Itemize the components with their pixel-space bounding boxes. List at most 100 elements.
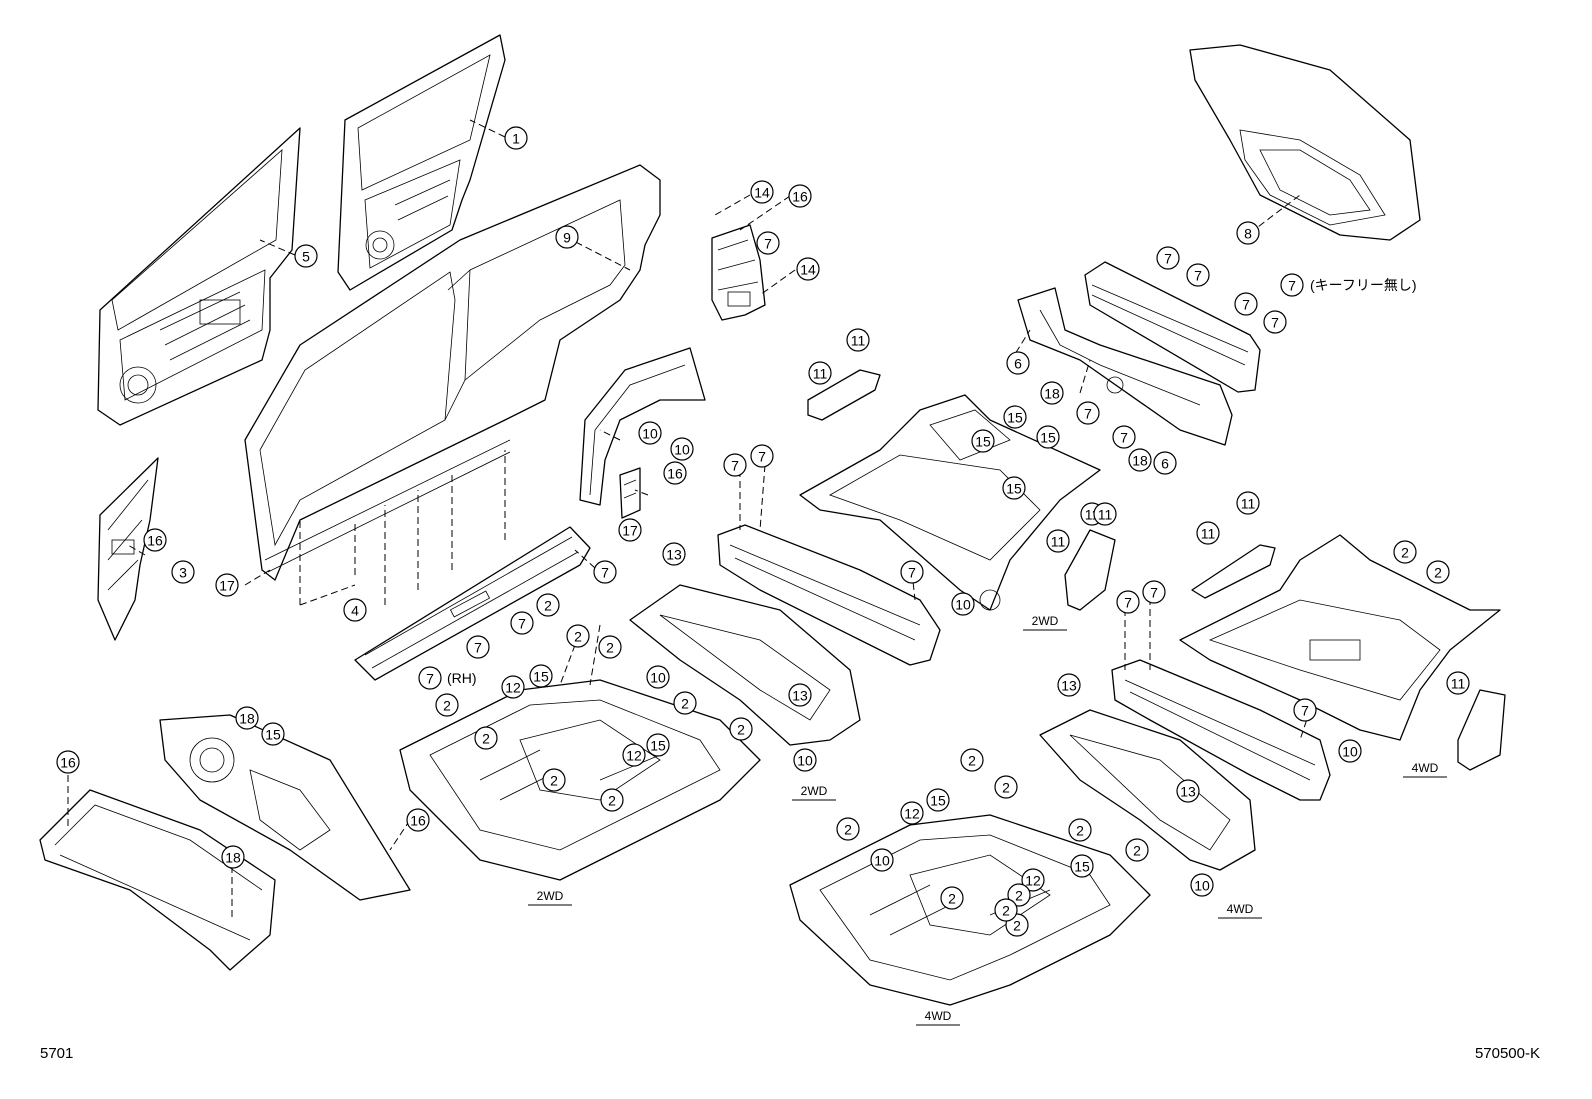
callout-circle bbox=[143, 528, 167, 552]
rear-crossmember-2wd bbox=[717, 524, 941, 666]
callout-number: 15 bbox=[1007, 410, 1023, 426]
callout-18: 18 bbox=[235, 706, 259, 730]
callout-number: 10 bbox=[874, 853, 890, 869]
callout-13: 13 bbox=[788, 683, 812, 707]
callout-12: 12 bbox=[622, 743, 646, 767]
callout-circle bbox=[1093, 502, 1117, 526]
front-pillar-reinforcement bbox=[97, 457, 159, 641]
callout-16: 16 bbox=[788, 184, 812, 208]
rear-floor-pan-2wd bbox=[799, 394, 1101, 611]
callout-number: 11 bbox=[1201, 526, 1216, 542]
callout-number: 7 bbox=[1271, 315, 1279, 331]
callout-circle bbox=[504, 126, 528, 150]
callout-circle bbox=[729, 717, 753, 741]
callout-18: 18 bbox=[1040, 381, 1064, 405]
callout-7: 7 bbox=[900, 560, 924, 584]
callout-number: 11 bbox=[1241, 496, 1256, 512]
callout-circle bbox=[215, 573, 239, 597]
callout-circle bbox=[1190, 873, 1214, 897]
callout-1: 1 bbox=[504, 126, 528, 150]
callout-number: 16 bbox=[60, 755, 76, 771]
callout-7: 7 bbox=[1142, 580, 1166, 604]
callout-7: 7 bbox=[1156, 246, 1180, 270]
callout-2: 2 bbox=[536, 593, 560, 617]
callout-circle bbox=[343, 598, 367, 622]
rocker-sill-panel bbox=[354, 526, 591, 681]
callout-number: 2 bbox=[606, 640, 614, 656]
callout-circle bbox=[662, 542, 686, 566]
callout-number: 15 bbox=[975, 434, 991, 450]
callout-number: 2 bbox=[1076, 823, 1084, 839]
callout-circle bbox=[1112, 425, 1136, 449]
dash-panel bbox=[159, 714, 411, 901]
callout-number: 16 bbox=[667, 466, 683, 482]
callout-circle bbox=[1236, 221, 1260, 245]
callout-circle bbox=[622, 743, 646, 767]
callout-14: 14 bbox=[796, 257, 820, 281]
callout-2: 2 bbox=[1125, 838, 1149, 862]
callout-number: 7 bbox=[1124, 595, 1132, 611]
variant-label-4wd: 4WD bbox=[1403, 761, 1447, 778]
callout-2: 2 bbox=[566, 624, 590, 648]
callout-2: 2 bbox=[994, 775, 1018, 799]
callout-number: 2 bbox=[550, 773, 558, 789]
callout-circle bbox=[1116, 590, 1140, 614]
callout-number: 7 bbox=[758, 449, 766, 465]
callout-circle bbox=[1446, 671, 1470, 695]
callout-number: 10 bbox=[955, 597, 971, 613]
callout-11: 11 bbox=[1093, 502, 1117, 526]
callout-10: 10 bbox=[1338, 739, 1362, 763]
callout-circle bbox=[1021, 868, 1045, 892]
callout-number: 2 bbox=[608, 793, 616, 809]
callout-number: 7 bbox=[764, 236, 772, 252]
callout-7: 7 bbox=[1263, 310, 1287, 334]
callout-circle bbox=[793, 748, 817, 772]
callout-7: 7 bbox=[1112, 425, 1136, 449]
callout-number: 14 bbox=[800, 262, 816, 278]
callout-number: 2 bbox=[1013, 918, 1021, 934]
back-door-panel bbox=[1189, 44, 1421, 241]
callout-number: 16 bbox=[410, 813, 426, 829]
callout-7: 7 bbox=[418, 666, 442, 690]
callout-2: 2 bbox=[729, 717, 753, 741]
callout-circle bbox=[1293, 698, 1317, 722]
callout-number: 11 bbox=[1051, 534, 1066, 550]
variant-text: 4WD bbox=[1227, 902, 1254, 916]
callout-11: 11 bbox=[1446, 671, 1470, 695]
callout-circle bbox=[1068, 818, 1092, 842]
callout-number: 7 bbox=[1301, 703, 1309, 719]
callout-circle bbox=[435, 693, 459, 717]
callout-circle bbox=[542, 768, 566, 792]
callout-number: 9 bbox=[563, 230, 571, 246]
callout-circle bbox=[900, 560, 924, 584]
figure-code: 570500-K bbox=[1474, 1045, 1540, 1062]
callout-circle bbox=[1046, 529, 1070, 553]
callout-number: 12 bbox=[505, 680, 521, 696]
callout-number: 12 bbox=[904, 806, 920, 822]
callout-16: 16 bbox=[663, 461, 687, 485]
callout-2: 2 bbox=[1007, 883, 1031, 907]
rh-note: (RH) bbox=[447, 670, 477, 686]
callout-circle bbox=[1234, 292, 1258, 316]
variant-text: 2WD bbox=[537, 889, 564, 903]
callout-number: 7 bbox=[518, 616, 526, 632]
callout-10: 10 bbox=[793, 748, 817, 772]
callout-11: 11 bbox=[1046, 529, 1070, 553]
callout-circle bbox=[994, 775, 1018, 799]
callout-7: 7 bbox=[1280, 273, 1304, 297]
callout-circle bbox=[294, 244, 318, 268]
front-floor-pan-4wd bbox=[789, 814, 1151, 1006]
callout-8: 8 bbox=[1236, 221, 1260, 245]
callout-number: 17 bbox=[622, 523, 638, 539]
callout-number: 11 bbox=[1451, 676, 1466, 692]
callout-circle bbox=[673, 691, 697, 715]
callout-number: 15 bbox=[930, 793, 946, 809]
callout-circle bbox=[1263, 310, 1287, 334]
callout-2: 2 bbox=[1393, 540, 1417, 564]
callout-number: 2 bbox=[544, 598, 552, 614]
callout-number: 3 bbox=[179, 565, 187, 581]
callout-number: 14 bbox=[754, 185, 770, 201]
callout-number: 10 bbox=[1194, 878, 1210, 894]
